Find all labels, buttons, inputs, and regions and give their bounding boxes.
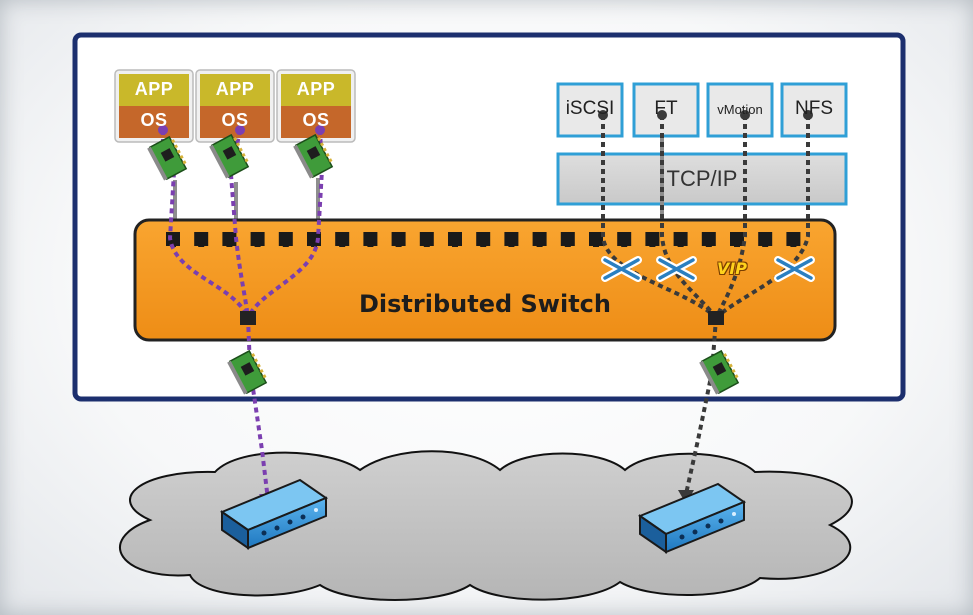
vm-link-2 [228, 129, 250, 319]
vm-2-app-label: APP [215, 79, 255, 99]
switch-port [701, 232, 716, 246]
vm-3 [276, 69, 356, 143]
cross-icon [601, 256, 642, 282]
uplink-left [246, 317, 270, 501]
service-box-nfs [780, 82, 848, 138]
vm-3-os-label: OS [302, 110, 330, 130]
switch-port [222, 232, 237, 246]
switch-port [419, 232, 434, 246]
uplink-port-left [240, 311, 256, 325]
switch-ports [166, 232, 801, 247]
service-label-vmotion: vMotion [717, 102, 763, 117]
switch-port [758, 232, 773, 246]
vmkernel-services [556, 82, 848, 138]
switch-port [532, 232, 547, 246]
switch-port [560, 232, 575, 246]
cross-icon [656, 256, 697, 282]
vip-label: VIP [716, 259, 748, 278]
service-label-nfs: NFS [795, 98, 833, 119]
service-box-iscsi [556, 82, 624, 138]
switch-port [617, 232, 632, 246]
vm-1 [114, 69, 194, 143]
physical-switch-left [219, 478, 329, 550]
switch-port [645, 232, 660, 246]
switch-port [448, 232, 462, 246]
uplink-port-right [708, 311, 724, 325]
vm-link-3 [246, 129, 325, 319]
switch-port [194, 232, 209, 246]
vm-2-os-label: OS [221, 110, 249, 130]
switch-port [250, 232, 265, 246]
switch-port [391, 232, 406, 246]
switch-port [673, 232, 688, 246]
nic-cards [147, 133, 740, 395]
service-label-ft: FT [654, 98, 678, 119]
switch-title: Distributed Switch [359, 290, 611, 318]
switch-port [278, 232, 293, 246]
vm-1-app-label: APP [134, 79, 174, 99]
switch-port [786, 232, 801, 246]
service-box-ft [632, 82, 700, 138]
vm-link-1 [161, 130, 250, 319]
tcpip-stack-box [556, 152, 848, 206]
cross-icon [774, 256, 815, 282]
switch-port [476, 232, 491, 246]
nic-card-icon [209, 133, 250, 179]
switch-port [730, 232, 744, 246]
nic-card-icon [699, 349, 740, 395]
switch-port [504, 232, 519, 246]
tcpip-label: TCP/IP [666, 166, 738, 191]
service-box-vmotion [706, 82, 774, 138]
switch-port [335, 232, 350, 246]
nic-card-icon [147, 135, 188, 181]
uplink-right [684, 317, 718, 495]
virtual-machines [114, 69, 356, 143]
nic-card-icon [227, 349, 268, 395]
service-label-iscsi: iSCSI [565, 98, 615, 119]
vm-network-links [161, 129, 325, 501]
nic-card-icon [293, 133, 334, 179]
switch-port [589, 232, 603, 246]
vm-2 [195, 69, 275, 143]
blocked-link-markers [601, 256, 815, 282]
physical-switch-right [637, 482, 747, 554]
vm-3-app-label: APP [296, 79, 336, 99]
distributed-switch [133, 218, 837, 342]
switch-port [363, 232, 378, 246]
vm-1-os-label: OS [140, 110, 168, 130]
